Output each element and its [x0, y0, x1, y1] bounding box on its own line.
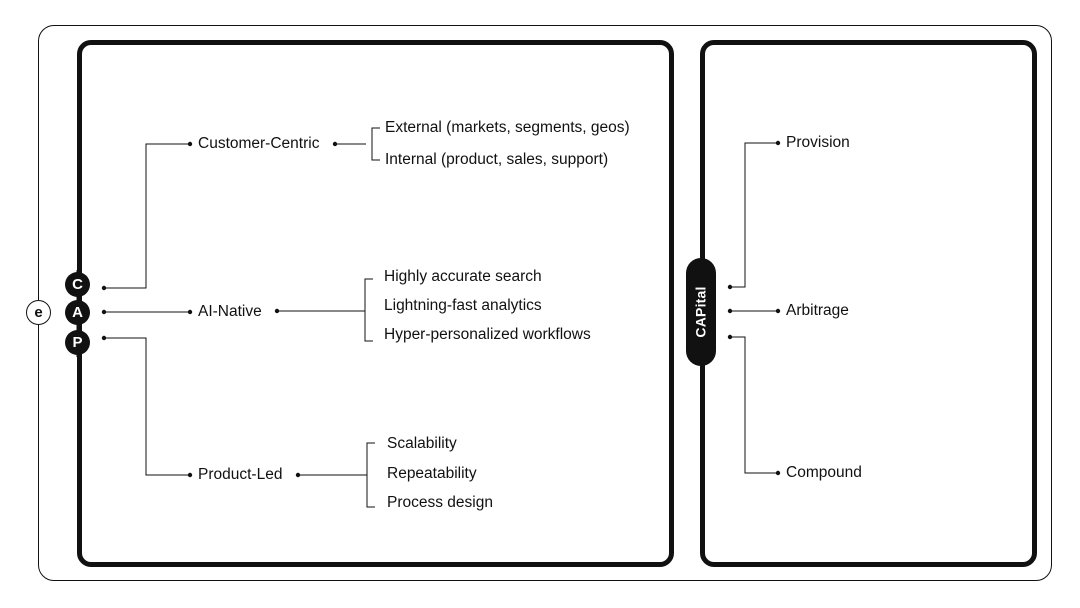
product-led-item-repeatability: Repeatability — [387, 465, 477, 482]
product-led-item-process-design: Process design — [387, 494, 493, 511]
node-ai-native: AI-Native — [198, 303, 262, 320]
ai-native-item-search: Highly accurate search — [384, 268, 542, 285]
capital-panel — [700, 40, 1037, 567]
capital-pill: CAPital — [686, 258, 716, 366]
ai-native-item-workflows: Hyper-personalized workflows — [384, 326, 591, 343]
badge-a: A — [65, 300, 90, 325]
node-compound: Compound — [786, 464, 862, 481]
ai-native-item-analytics: Lightning-fast analytics — [384, 297, 542, 314]
badge-e: e — [26, 300, 51, 325]
product-led-item-scalability: Scalability — [387, 435, 457, 452]
node-product-led: Product-Led — [198, 466, 283, 483]
node-provision: Provision — [786, 134, 850, 151]
customer-centric-item-internal: Internal (product, sales, support) — [385, 151, 609, 168]
badge-p: P — [65, 330, 90, 355]
badge-c: C — [65, 272, 90, 297]
customer-centric-item-external: External (markets, segments, geos) — [385, 119, 630, 136]
node-customer-centric: Customer-Centric — [198, 135, 320, 152]
node-arbitrage: Arbitrage — [786, 302, 849, 319]
capital-label: CAPital — [693, 286, 709, 338]
